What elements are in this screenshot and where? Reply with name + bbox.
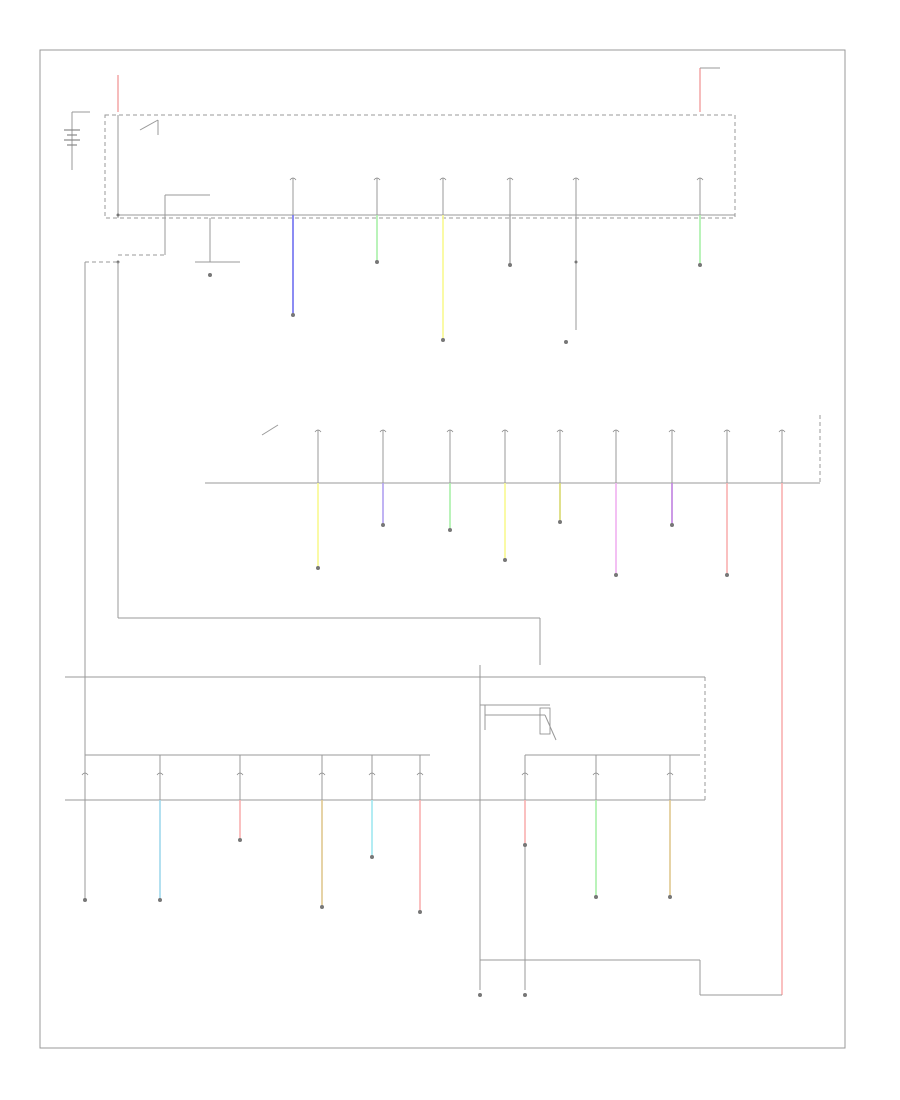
top-fuse-box bbox=[64, 67, 736, 344]
bottom-branch-5 bbox=[370, 755, 374, 859]
fuse-branch-3 bbox=[441, 178, 445, 342]
fuse-branch-6 bbox=[698, 67, 720, 267]
fuse-icons-top bbox=[289, 177, 704, 181]
mid-branch-4 bbox=[503, 430, 507, 562]
bottom-branch-7 bbox=[478, 800, 527, 997]
bottom-branch-2 bbox=[158, 755, 162, 902]
diagram-frame bbox=[39, 49, 846, 1049]
fuse-branch-5 bbox=[564, 178, 578, 344]
top-fuse-box-outline bbox=[104, 114, 736, 219]
mid-branch-1 bbox=[316, 430, 320, 570]
mid-branch-6 bbox=[614, 430, 618, 577]
bottom-branch-6 bbox=[418, 755, 422, 914]
fuse-branch-2 bbox=[375, 178, 379, 264]
mid-branch-7 bbox=[670, 430, 674, 527]
bottom-branch-4 bbox=[320, 755, 324, 909]
bottom-branch-1 bbox=[83, 800, 87, 902]
mid-branch-5 bbox=[558, 430, 562, 524]
middle-fuse-box bbox=[205, 415, 821, 995]
relay-switch-icon-mid bbox=[261, 424, 279, 436]
mid-branch-2 bbox=[381, 430, 385, 527]
fuse-branch-1 bbox=[291, 178, 295, 317]
fuse-icons-middle bbox=[314, 429, 786, 433]
bottom-branch-8 bbox=[594, 755, 598, 899]
relay-switch-icon bbox=[139, 119, 159, 135]
mid-branch-3 bbox=[448, 430, 452, 532]
battery-icon bbox=[64, 129, 80, 146]
fuse-branch-4 bbox=[508, 178, 512, 267]
relay-coil-icon bbox=[539, 707, 557, 741]
mid-branch-8 bbox=[725, 430, 729, 577]
fuse-icons-bottom bbox=[81, 772, 674, 776]
bottom-branch-3 bbox=[238, 755, 242, 842]
bottom-fuse-box bbox=[65, 665, 782, 997]
bottom-branch-9 bbox=[668, 755, 672, 899]
